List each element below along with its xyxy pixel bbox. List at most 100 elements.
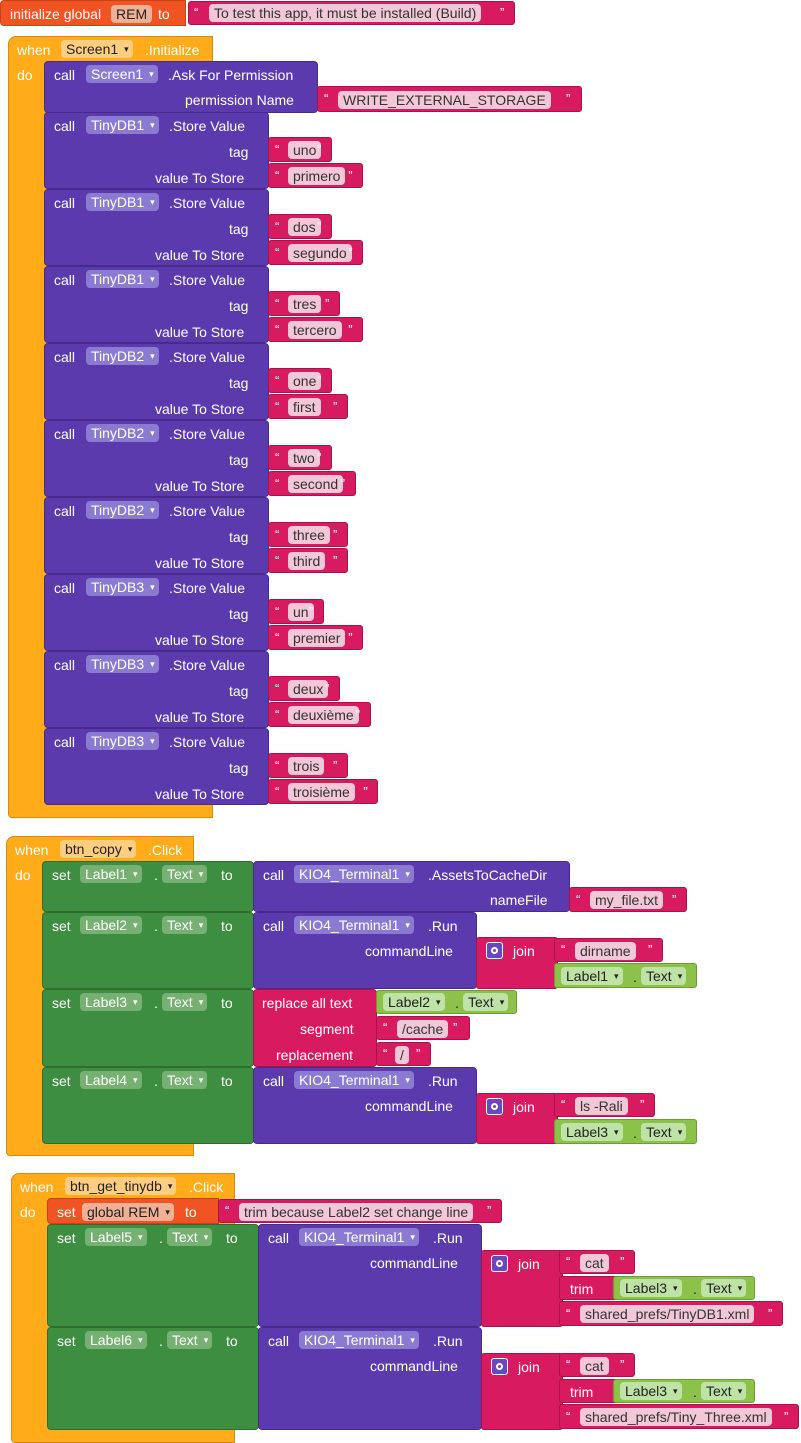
- label-dropdown[interactable]: Label6▾: [85, 1331, 147, 1349]
- text-block-value[interactable]: “ second ”: [268, 471, 356, 496]
- text-value[interactable]: first: [288, 398, 321, 416]
- property-dropdown[interactable]: Text▾: [701, 1279, 747, 1297]
- label-dropdown[interactable]: Label3▾: [620, 1382, 682, 1400]
- text-block-filename[interactable]: “ my_file.txt ”: [569, 887, 687, 912]
- text-block-tag[interactable]: “ two ”: [268, 445, 332, 470]
- component-dropdown[interactable]: KIO4_Terminal1▾: [294, 865, 414, 883]
- property-dropdown[interactable]: Text▾: [162, 916, 208, 934]
- text-value[interactable]: primero: [288, 167, 346, 185]
- text-block-value[interactable]: “ premier ”: [268, 625, 364, 650]
- trim-block[interactable]: trim: [559, 1276, 619, 1300]
- text-block-value[interactable]: “ first ”: [268, 394, 348, 419]
- text-block-value[interactable]: “ segundo ”: [268, 240, 364, 265]
- text-block-value[interactable]: “ tercero ”: [268, 317, 364, 342]
- text-block-tag[interactable]: “ dos ”: [268, 214, 332, 239]
- text-value[interactable]: dirname: [575, 942, 636, 960]
- text-value[interactable]: tres: [288, 295, 322, 313]
- component-dropdown[interactable]: TinyDB3▾: [86, 655, 159, 673]
- text-value[interactable]: uno: [288, 141, 322, 159]
- text-value[interactable]: two: [288, 449, 320, 467]
- text-value[interactable]: WRITE_EXTERNAL_STORAGE: [338, 91, 551, 109]
- set-label6-text[interactable]: set Label6▾ . Text▾ to: [47, 1327, 259, 1430]
- text-block-value[interactable]: “ third ”: [268, 548, 348, 573]
- component-dropdown[interactable]: TinyDB2▾: [86, 501, 159, 519]
- text-block-tag[interactable]: “ un ”: [268, 599, 324, 624]
- property-dropdown[interactable]: Text▾: [162, 865, 208, 883]
- text-block-tag[interactable]: “ uno ”: [268, 137, 332, 162]
- set-label4-text[interactable]: set Label4▾ . Text▾ to: [42, 1067, 254, 1144]
- component-dropdown[interactable]: KIO4_Terminal1▾: [294, 916, 414, 934]
- get-label1-text[interactable]: Label1▾ . Text▾: [554, 963, 697, 988]
- text-block-replacement[interactable]: “ / ”: [376, 1042, 431, 1066]
- text-value[interactable]: shared_prefs/Tiny_Three.xml: [580, 1408, 772, 1426]
- component-dropdown[interactable]: TinyDB1▾: [86, 193, 159, 211]
- text-value[interactable]: premier: [288, 629, 346, 647]
- text-value[interactable]: cat: [580, 1254, 609, 1272]
- text-value[interactable]: troisième: [288, 783, 355, 801]
- gear-icon[interactable]: [491, 1255, 508, 1272]
- component-dropdown[interactable]: TinyDB1▾: [86, 116, 159, 134]
- text-value[interactable]: trim because Label2 set change line: [239, 1203, 474, 1221]
- component-dropdown[interactable]: KIO4_Terminal1▾: [299, 1228, 419, 1246]
- call-store-value[interactable]: call TinyDB2▾ .Store Value tag value To …: [44, 420, 269, 497]
- label-dropdown[interactable]: Label2▾: [383, 993, 445, 1011]
- component-dropdown[interactable]: Screen1▾: [61, 40, 133, 58]
- property-dropdown[interactable]: Text▾: [641, 967, 687, 985]
- call-ask-for-permission[interactable]: call Screen1▾ .Ask For Permission permis…: [44, 61, 318, 113]
- property-dropdown[interactable]: Text▾: [701, 1382, 747, 1400]
- gear-icon[interactable]: [491, 1358, 508, 1375]
- call-store-value[interactable]: call TinyDB1▾ .Store Value tag value To …: [44, 266, 269, 343]
- text-block-tag[interactable]: “ trois ”: [268, 753, 348, 778]
- text-block-tag[interactable]: “ three ”: [268, 522, 348, 547]
- label-dropdown[interactable]: Label1▾: [80, 865, 142, 883]
- call-store-value[interactable]: call TinyDB3▾ .Store Value tag value To …: [44, 728, 269, 805]
- get-label2-text[interactable]: Label2▾ . Text▾: [376, 990, 517, 1014]
- text-value[interactable]: tercero: [288, 321, 342, 339]
- label-dropdown[interactable]: Label3▾: [80, 993, 142, 1011]
- text-value[interactable]: cat: [580, 1357, 609, 1375]
- text-value[interactable]: deuxième: [288, 706, 359, 724]
- call-store-value[interactable]: call TinyDB3▾ .Store Value tag value To …: [44, 651, 269, 728]
- text-block-rem-set[interactable]: “ trim because Label2 set change line ”: [218, 1199, 502, 1223]
- global-name-field[interactable]: REM: [111, 5, 153, 23]
- text-block-permission[interactable]: “ WRITE_EXTERNAL_STORAGE ”: [317, 86, 582, 112]
- trim-block[interactable]: trim: [559, 1379, 619, 1403]
- text-block-ls[interactable]: “ ls -Rali ”: [554, 1093, 655, 1117]
- property-dropdown[interactable]: Text▾: [167, 1331, 213, 1349]
- component-dropdown[interactable]: btn_get_tinydb▾: [65, 1177, 177, 1195]
- component-dropdown[interactable]: TinyDB1▾: [86, 270, 159, 288]
- call-terminal-run[interactable]: call KIO4_Terminal1▾ .Run commandLine: [253, 1067, 477, 1144]
- text-value[interactable]: ls -Rali: [575, 1097, 628, 1115]
- label-dropdown[interactable]: Label3▾: [620, 1279, 682, 1297]
- text-block-segment[interactable]: “ /cache ”: [376, 1016, 470, 1040]
- text-value[interactable]: deux: [288, 680, 329, 698]
- text-value[interactable]: my_file.txt: [590, 891, 664, 909]
- text-block-value[interactable]: “ troisième ”: [268, 779, 379, 804]
- text-value[interactable]: trois: [288, 757, 325, 775]
- join-block[interactable]: join: [481, 1250, 563, 1327]
- label-dropdown[interactable]: Label5▾: [85, 1228, 147, 1246]
- text-value[interactable]: three: [288, 526, 330, 544]
- call-store-value[interactable]: call TinyDB1▾ .Store Value tag value To …: [44, 112, 269, 189]
- label-dropdown[interactable]: Label2▾: [80, 916, 142, 934]
- component-dropdown[interactable]: TinyDB3▾: [86, 732, 159, 750]
- text-block-prefs-path[interactable]: “ shared_prefs/Tiny_Three.xml ”: [559, 1404, 799, 1429]
- label-dropdown[interactable]: Label1▾: [561, 967, 623, 985]
- text-block-tag[interactable]: “ one ”: [268, 368, 332, 393]
- call-store-value[interactable]: call TinyDB2▾ .Store Value tag value To …: [44, 497, 269, 574]
- text-block-value[interactable]: “ deuxième ”: [268, 702, 371, 727]
- text-block-dirname[interactable]: “ dirname ”: [554, 938, 663, 962]
- text-block-cat[interactable]: “ cat ”: [559, 1250, 635, 1274]
- set-label3-text[interactable]: set Label3▾ . Text▾ to: [42, 989, 254, 1067]
- replace-all-text-block[interactable]: replace all text segment replacement: [253, 989, 377, 1067]
- text-value[interactable]: one: [288, 372, 322, 390]
- call-terminal-run[interactable]: call KIO4_Terminal1▾ .Run commandLine: [258, 1224, 482, 1327]
- call-assets-to-cache-dir[interactable]: call KIO4_Terminal1▾ .AssetsToCacheDir n…: [253, 861, 570, 912]
- label-dropdown[interactable]: Label3▾: [561, 1123, 623, 1141]
- text-value[interactable]: third: [288, 552, 326, 570]
- get-label3-text[interactable]: Label3▾ . Text▾: [613, 1276, 755, 1300]
- call-terminal-run[interactable]: call KIO4_Terminal1▾ .Run commandLine: [258, 1327, 482, 1430]
- gear-icon[interactable]: [486, 1098, 503, 1115]
- text-block-cat[interactable]: “ cat ”: [559, 1353, 635, 1377]
- property-dropdown[interactable]: Text▾: [162, 993, 208, 1011]
